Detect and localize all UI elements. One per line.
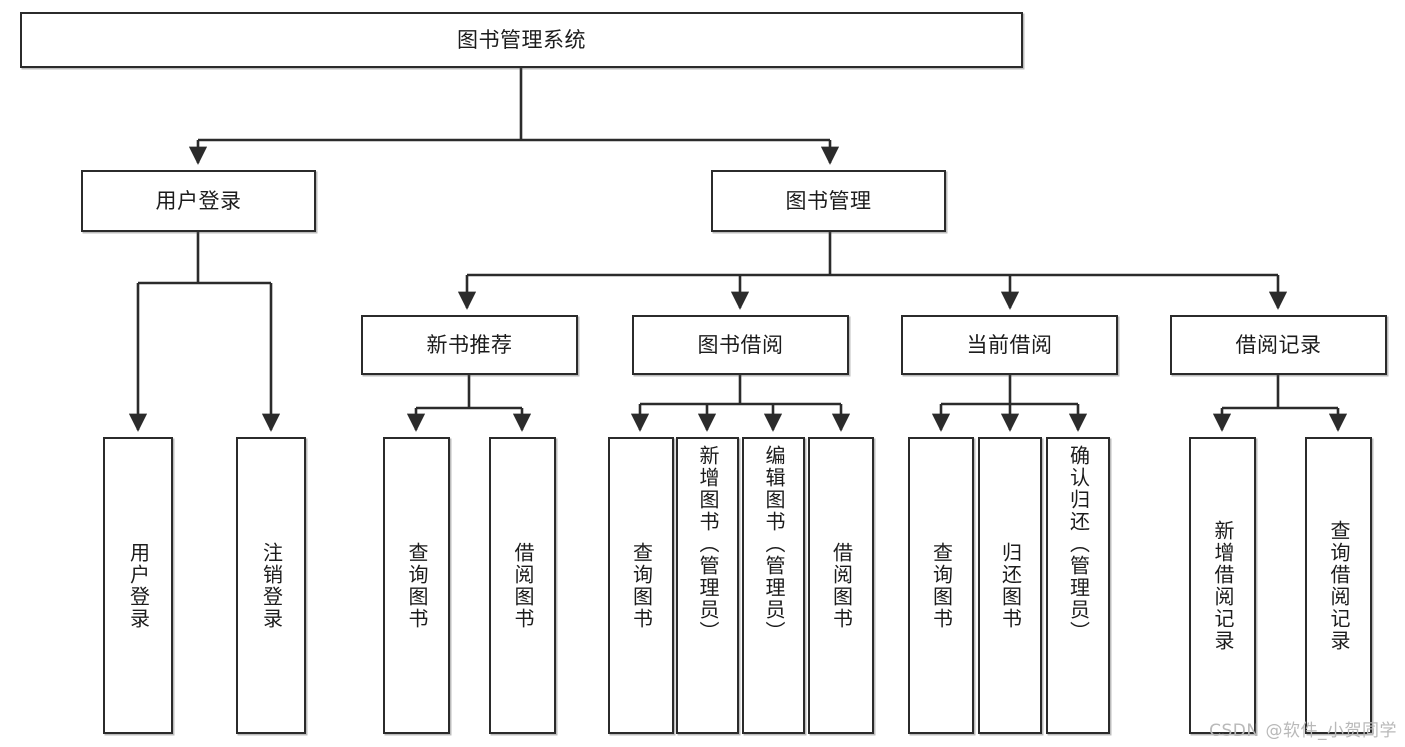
- node-label: 编辑图书（管理员）: [762, 445, 786, 643]
- node-label: 借阅记录: [1235, 332, 1322, 357]
- node-leaf-user-login[interactable]: 用户登录: [103, 437, 173, 734]
- node-root-system[interactable]: 图书管理系统: [20, 12, 1023, 68]
- node-label: 图书借阅: [697, 332, 784, 357]
- node-label: 新书推荐: [426, 332, 513, 357]
- node-label: 借阅图书: [511, 541, 535, 630]
- node-label: 查询图书: [405, 541, 429, 630]
- node-leaf-query-book-current[interactable]: 查询图书: [908, 437, 974, 734]
- node-leaf-query-book-recommend[interactable]: 查询图书: [383, 437, 450, 734]
- node-book-borrow[interactable]: 图书借阅: [632, 315, 849, 375]
- node-label: 当前借阅: [966, 332, 1053, 357]
- node-label: 归还图书: [998, 541, 1023, 630]
- node-label: 用户登录: [126, 541, 151, 630]
- node-leaf-edit-book[interactable]: 编辑图书（管理员）: [742, 437, 805, 734]
- node-label: 图书管理: [785, 188, 872, 213]
- node-label: 查询图书: [929, 541, 954, 630]
- node-label: 借阅图书: [829, 541, 854, 630]
- node-borrow-record[interactable]: 借阅记录: [1170, 315, 1387, 375]
- node-leaf-confirm-return[interactable]: 确认归还（管理员）: [1046, 437, 1110, 734]
- node-leaf-query-book-borrow[interactable]: 查询图书: [608, 437, 674, 734]
- node-leaf-borrow-book[interactable]: 借阅图书: [808, 437, 874, 734]
- node-label: 新增借阅记录: [1211, 519, 1235, 652]
- node-label: 图书管理系统: [457, 27, 586, 52]
- node-current-borrow[interactable]: 当前借阅: [901, 315, 1118, 375]
- node-label: 查询借阅记录: [1327, 519, 1351, 652]
- node-leaf-add-book[interactable]: 新增图书（管理员）: [676, 437, 739, 734]
- node-label: 注销登录: [259, 541, 284, 630]
- node-book-management[interactable]: 图书管理: [711, 170, 946, 232]
- node-label: 查询图书: [629, 541, 654, 630]
- node-leaf-user-logout[interactable]: 注销登录: [236, 437, 306, 734]
- node-label: 新增图书（管理员）: [696, 445, 720, 643]
- node-user-login[interactable]: 用户登录: [81, 170, 316, 232]
- node-label: 确认归还（管理员）: [1066, 445, 1091, 643]
- node-new-book-recommend[interactable]: 新书推荐: [361, 315, 578, 375]
- node-leaf-add-borrow-record[interactable]: 新增借阅记录: [1189, 437, 1256, 734]
- node-leaf-query-borrow-record[interactable]: 查询借阅记录: [1305, 437, 1372, 734]
- node-label: 用户登录: [155, 188, 242, 213]
- node-leaf-borrow-book-recommend[interactable]: 借阅图书: [489, 437, 556, 734]
- watermark-text: CSDN @软件_小贺同学: [1209, 721, 1397, 741]
- node-leaf-return-book[interactable]: 归还图书: [978, 437, 1042, 734]
